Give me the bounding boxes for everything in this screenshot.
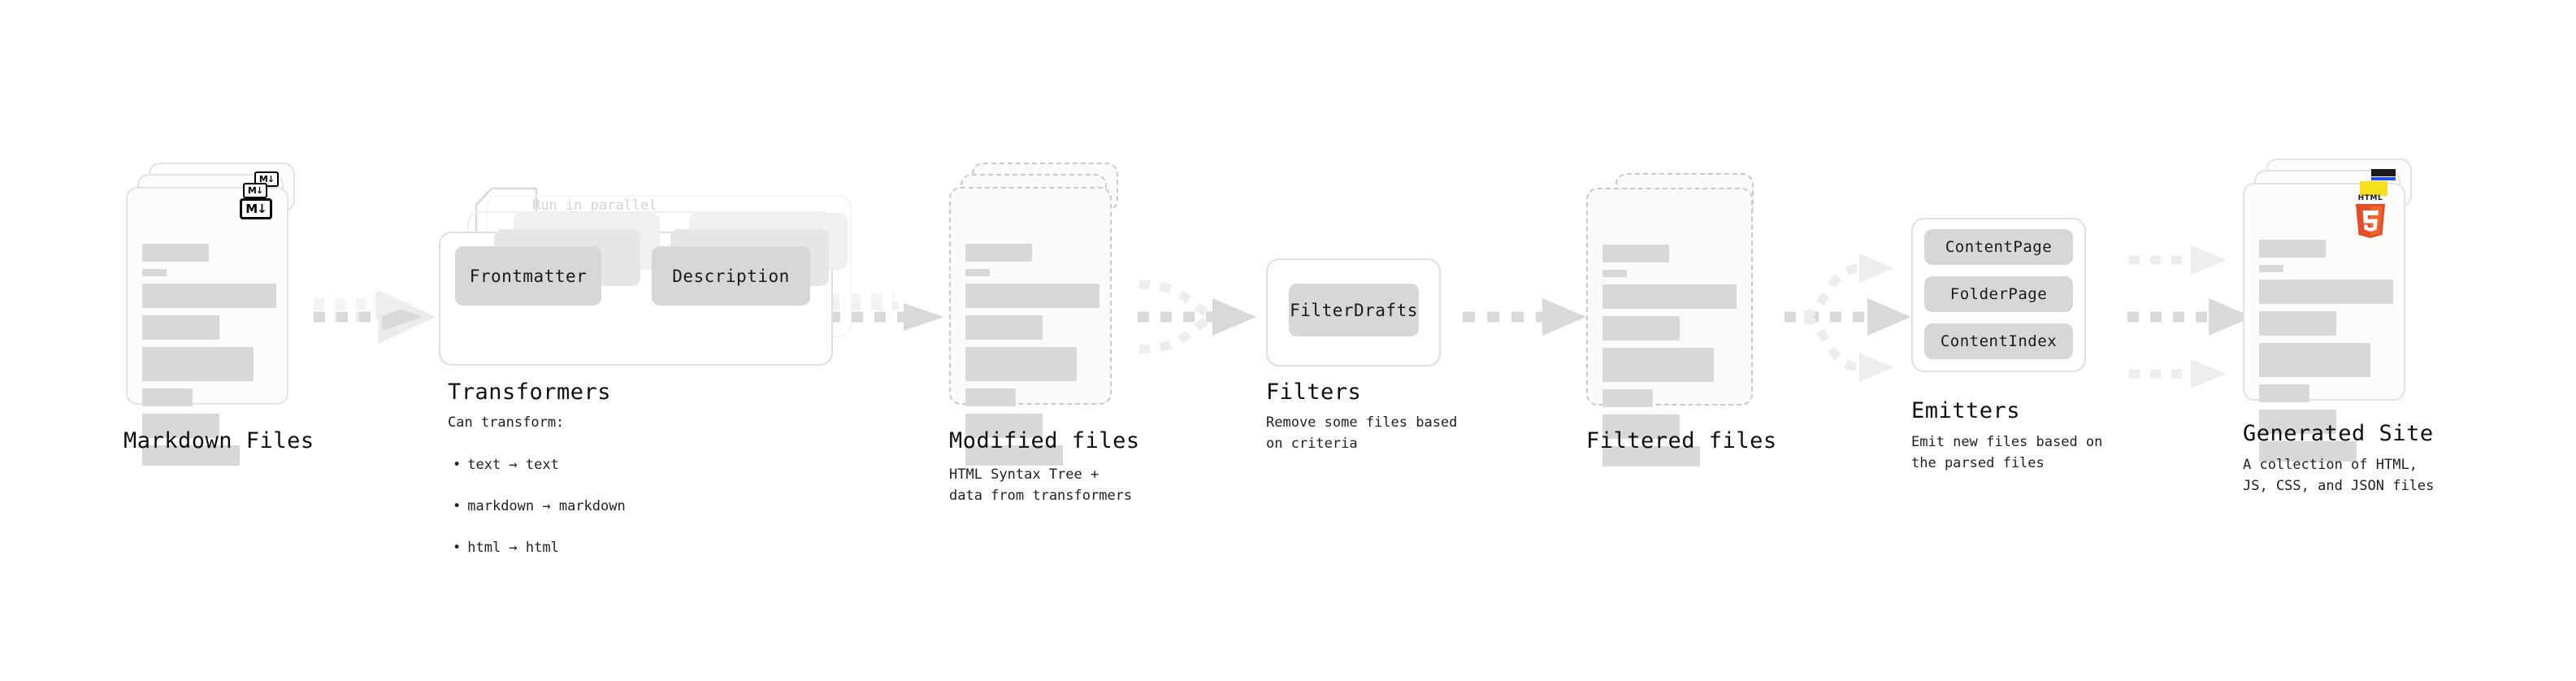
content-bar <box>142 445 240 466</box>
content-bar <box>142 244 209 262</box>
content-bar <box>1602 316 1680 340</box>
stage-filtered-files <box>1586 173 1757 466</box>
pill-contentindex[interactable]: ContentIndex <box>1924 323 2073 359</box>
transformers-bullet: html → html <box>448 538 626 559</box>
generated-site-subtitle: A collection of HTML, JS, CSS, and JSON … <box>2243 457 2435 494</box>
content-bar <box>965 315 1043 340</box>
transformers-bullet: markdown → markdown <box>448 497 625 518</box>
html5-icon: HTML <box>2350 193 2391 241</box>
doc-content-lines <box>142 244 276 473</box>
modified-file-stack <box>949 163 1120 466</box>
filtered-file-stack <box>1586 173 1757 466</box>
content-bar <box>1602 389 1653 407</box>
content-bar <box>142 284 276 308</box>
filters-subtitle: Remove some files based on criteria <box>1266 414 1458 452</box>
content-bar <box>1602 414 1680 439</box>
stage-generated-site: HTML <box>2243 158 2413 462</box>
transformers-subtitle-lead: Can transform: <box>448 414 565 431</box>
markdown-badge-back-1: M↓ <box>243 183 267 198</box>
content-bar <box>965 347 1077 381</box>
content-bar <box>142 414 219 438</box>
content-bar <box>965 388 1016 406</box>
markdown-badge: M↓ <box>240 198 272 219</box>
pill-contentpage[interactable]: ContentPage <box>1924 229 2073 265</box>
arrow-filters-to-filtered <box>1463 298 1586 336</box>
label-modified-files: Modified files <box>949 428 1140 453</box>
arrow-modified-to-filters <box>1138 280 1256 354</box>
label-filters: Filters <box>1266 380 1362 405</box>
label-emitters: Emitters <box>1911 398 2021 423</box>
doc-content-lines <box>2259 240 2393 469</box>
doc-content-lines <box>965 244 1099 473</box>
label-markdown-files: Markdown Files <box>124 428 314 453</box>
content-bar <box>965 445 1063 466</box>
content-bar <box>2259 240 2326 258</box>
content-bar <box>1602 270 1627 277</box>
label-filtered-files: Filtered files <box>1586 428 1777 453</box>
content-bar <box>1602 284 1737 309</box>
content-bar <box>142 269 167 276</box>
js-icon <box>2360 181 2387 199</box>
content-bar <box>142 388 193 406</box>
emitters-subtitle: Emit new files based on the parsed files <box>1911 434 2103 471</box>
markdown-file-stack: M↓ M↓ M↓ <box>126 163 297 466</box>
label-generated-site: Generated Site <box>2243 421 2434 446</box>
arrow-filtered-to-emitters <box>1785 254 1911 382</box>
arrow-markdown-to-transformers <box>314 290 436 344</box>
css3-icon <box>2371 168 2396 184</box>
pill-filterdrafts[interactable]: FilterDrafts <box>1289 284 1419 336</box>
content-bar <box>965 284 1099 308</box>
pill-folderpage[interactable]: FolderPage <box>1924 276 2073 312</box>
content-bar <box>2259 410 2336 434</box>
content-bar <box>2259 311 2336 336</box>
stage-modified-files <box>949 163 1120 466</box>
content-bar <box>142 315 219 340</box>
content-bar <box>2259 343 2370 377</box>
pill-description[interactable]: Description <box>652 246 810 306</box>
content-bar <box>2259 441 2357 462</box>
content-bar <box>1602 245 1669 262</box>
doc-content-lines <box>1602 245 1737 474</box>
content-bar <box>2259 265 2283 272</box>
modified-files-subtitle: HTML Syntax Tree + data from transformer… <box>949 466 1133 504</box>
arrow-transformers-to-modified <box>829 293 944 331</box>
content-bar <box>2259 280 2393 304</box>
svg-text:HTML: HTML <box>2358 194 2383 202</box>
annotation-run-in-parallel: Run in parallel <box>532 197 657 214</box>
content-bar <box>965 414 1043 438</box>
stage-markdown-files: M↓ M↓ M↓ <box>126 163 297 466</box>
label-transformers: Transformers <box>448 380 612 405</box>
transformers-bullet-list: text → text markdown → markdown html → h… <box>448 434 626 579</box>
transformers-bullet: text → text <box>448 455 626 476</box>
content-bar <box>965 244 1032 262</box>
generated-site-stack: HTML <box>2243 158 2413 462</box>
content-bar <box>1602 348 1714 382</box>
arrow-emitters-to-site <box>2127 245 2253 388</box>
content-bar <box>965 269 990 276</box>
content-bar <box>2259 384 2309 402</box>
pill-frontmatter[interactable]: Frontmatter <box>455 246 601 306</box>
content-bar <box>142 347 254 381</box>
content-bar <box>1602 446 1700 466</box>
